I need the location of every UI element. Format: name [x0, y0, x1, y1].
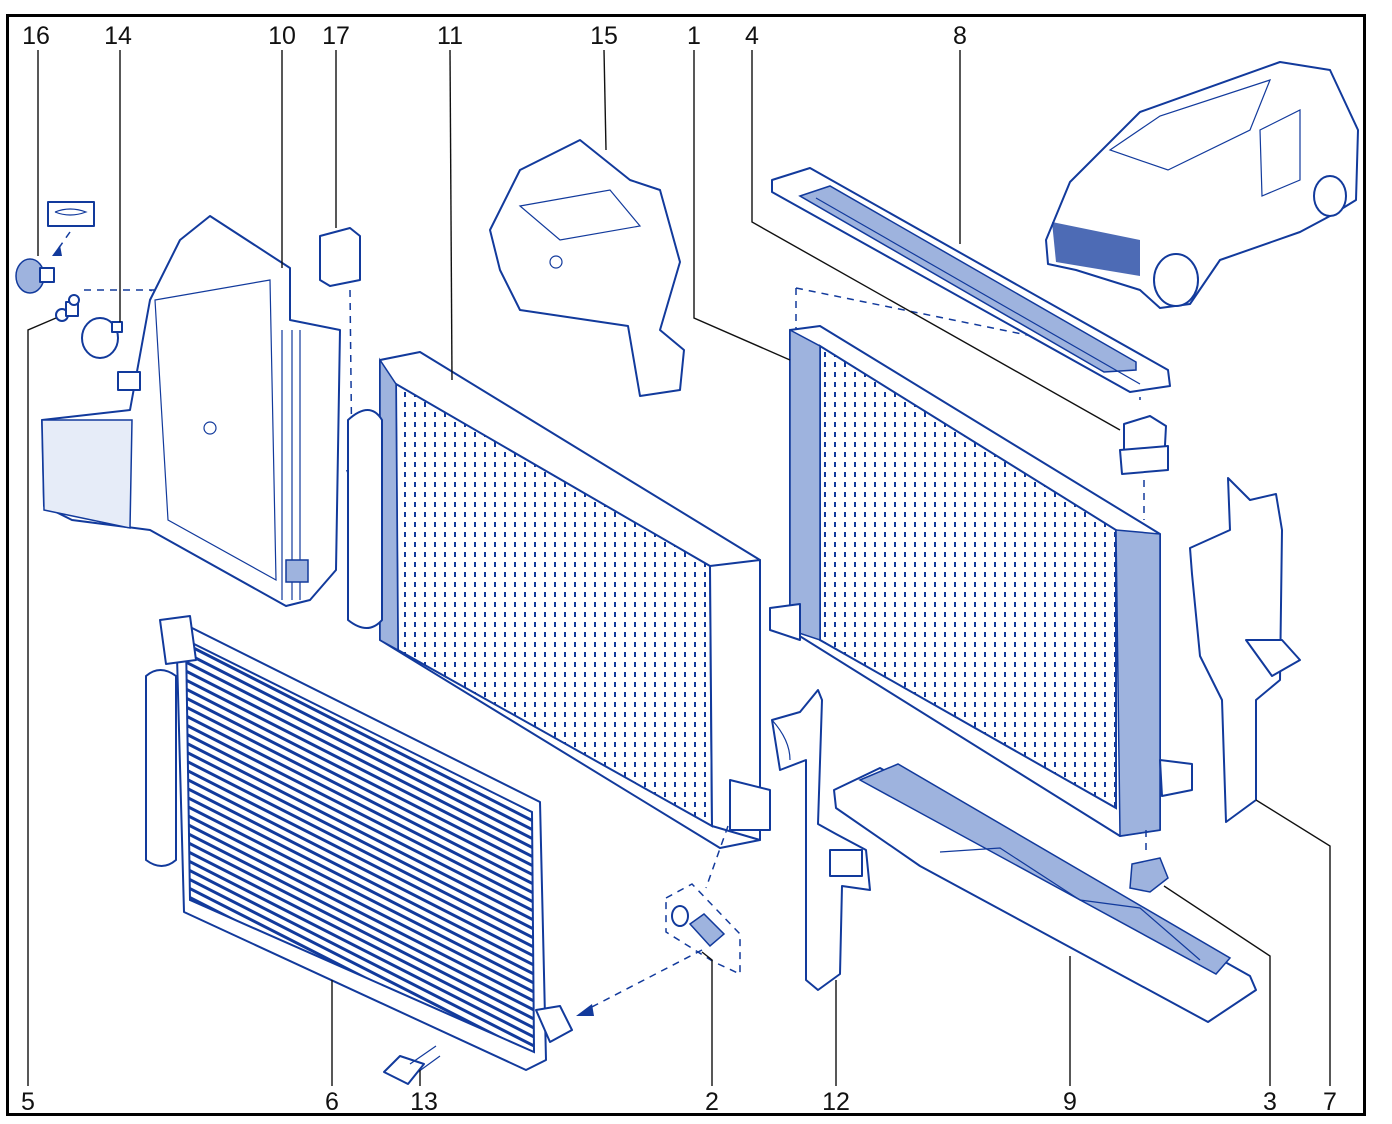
- callout-7: 7: [1323, 1088, 1337, 1116]
- diagram-frame: [6, 14, 1366, 1116]
- callout-16: 16: [22, 22, 50, 50]
- part-15-duct-cover: [489, 139, 685, 397]
- part-3-lower-mount: [1129, 830, 1169, 893]
- leader-lines: [27, 49, 1331, 1086]
- callout-9: 9: [1063, 1088, 1077, 1116]
- callout-13: 13: [410, 1088, 438, 1116]
- part-2-drain-plug: [576, 825, 741, 1016]
- callout-labels: 16 14 10 17 11 15 1 4 8 5 6 13 2 12 9 3 …: [21, 22, 1337, 1116]
- part-12-side-bracket: [771, 689, 871, 991]
- vehicle-location-illustration: [1045, 61, 1359, 309]
- callout-17: 17: [322, 22, 350, 50]
- part-16-grille-cap: [15, 201, 95, 294]
- part-9-lower-deflector: [833, 763, 1257, 1023]
- part-13-bolt: [383, 1045, 441, 1085]
- part-6-condenser: [145, 615, 573, 1071]
- callout-15: 15: [590, 22, 618, 50]
- callout-12: 12: [822, 1088, 850, 1116]
- part-7-side-deflector: [1189, 477, 1301, 823]
- callout-10: 10: [268, 22, 296, 50]
- part-10-air-deflector: [41, 215, 341, 607]
- callout-1: 1: [687, 22, 701, 50]
- callout-2: 2: [705, 1088, 719, 1116]
- part-4-mount: [1119, 415, 1169, 475]
- part-1-radiator: [769, 325, 1193, 837]
- part-14-cap: [81, 317, 123, 359]
- part-5-clip: [55, 294, 80, 322]
- callout-6: 6: [325, 1088, 339, 1116]
- callout-8: 8: [953, 22, 967, 50]
- part-8-upper-crossmember: [771, 167, 1171, 393]
- callout-5: 5: [21, 1088, 35, 1116]
- callout-3: 3: [1263, 1088, 1277, 1116]
- part-11-radiator: [347, 351, 771, 849]
- callout-14: 14: [104, 22, 132, 50]
- callout-4: 4: [745, 22, 759, 50]
- callout-11: 11: [437, 22, 463, 50]
